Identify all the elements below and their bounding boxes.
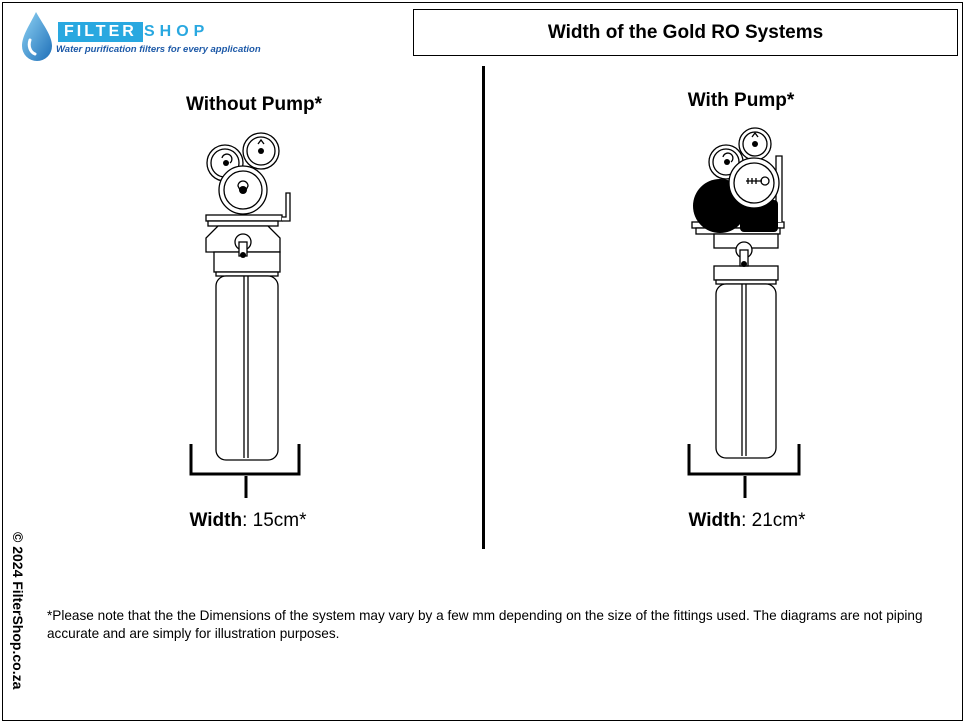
panel-title-without-pump: Without Pump* — [186, 94, 322, 115]
width-caption: Width — [688, 510, 742, 531]
width-label-without-pump: Width: 15cm* — [98, 510, 398, 532]
filtershop-logo: FILTER SHOP Water purification filters f… — [18, 10, 278, 62]
width-bracket-without-pump — [189, 444, 301, 498]
ro-system-without-pump-diagram — [205, 132, 291, 461]
width-label-with-pump: Width: 21cm* — [597, 510, 897, 532]
ro-system-with-pump-diagram — [691, 127, 785, 459]
water-drop-icon — [22, 12, 52, 61]
width-bracket-with-pump — [687, 444, 801, 498]
footnote: *Please note that the the Dimensions of … — [47, 608, 923, 641]
width-value: : 21cm* — [741, 510, 806, 531]
brand-tagline: Water purification filters for every app… — [56, 44, 261, 55]
page-title: Width of the Gold RO Systems — [413, 9, 958, 56]
width-caption: Width — [189, 510, 243, 531]
copyright-notice: © 2024 FilterShop.co.za — [6, 532, 30, 712]
brand-filter: FILTER — [58, 22, 143, 42]
panel-title-with-pump: With Pump* — [687, 90, 795, 111]
width-value: : 15cm* — [242, 510, 307, 531]
brand-shop: SHOP — [144, 23, 210, 40]
center-divider — [482, 66, 485, 549]
copyright-text: © 2024 FilterShop.co.za — [10, 532, 26, 690]
